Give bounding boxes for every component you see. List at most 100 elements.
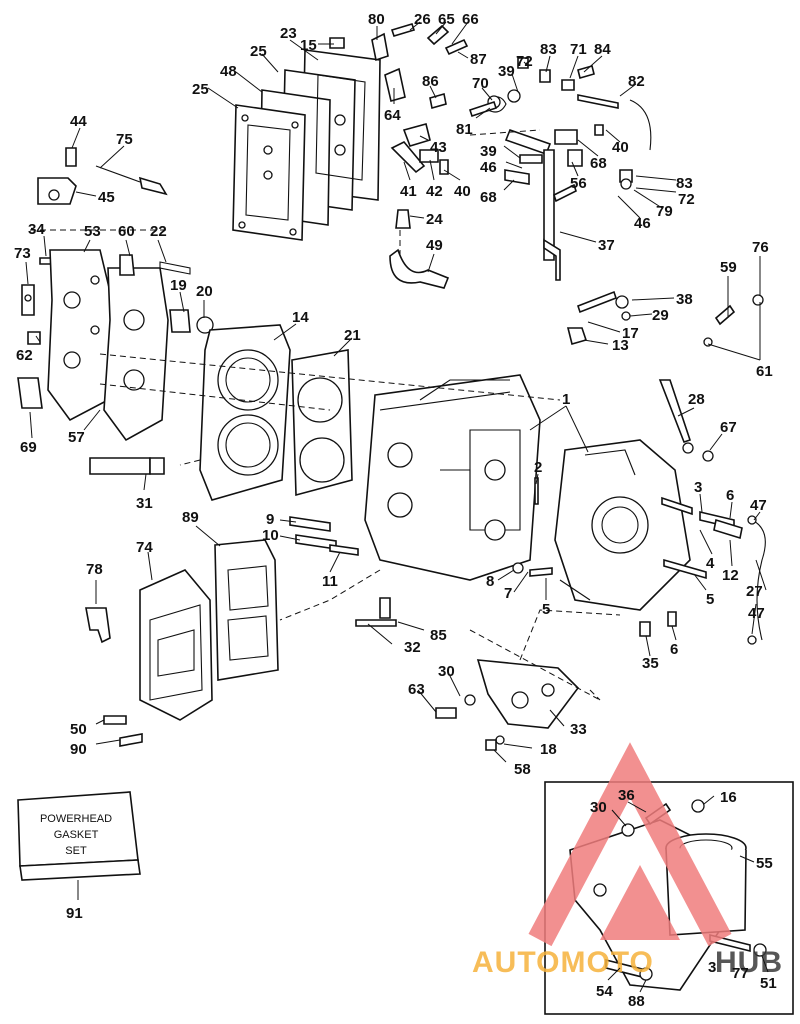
callout-8: 8 <box>486 573 494 590</box>
callout-46: 46 <box>480 159 497 176</box>
callout-30: 30 <box>590 799 607 816</box>
callout-4: 4 <box>706 555 715 572</box>
callout-3: 3 <box>694 479 702 496</box>
callout-45: 45 <box>98 189 115 206</box>
watermark-text-left: AUTOMOTO <box>472 946 654 979</box>
callout-32: 32 <box>404 639 421 656</box>
callout-24: 24 <box>426 211 443 228</box>
callout-17: 17 <box>622 325 639 342</box>
callout-70: 70 <box>472 75 489 92</box>
callout-55: 55 <box>756 855 773 872</box>
callout-38: 38 <box>676 291 693 308</box>
callout-59: 59 <box>720 259 737 276</box>
callout-90: 90 <box>70 741 87 758</box>
callout-25: 25 <box>192 81 209 98</box>
callout-60: 60 <box>118 223 135 240</box>
callout-10: 10 <box>262 527 279 544</box>
callout-91: 91 <box>66 905 83 922</box>
callout-72: 72 <box>516 53 533 70</box>
callout-87: 87 <box>470 51 487 68</box>
callout-23: 23 <box>280 25 297 42</box>
callout-15: 15 <box>300 37 317 54</box>
callout-35: 35 <box>642 655 659 672</box>
callout-18: 18 <box>540 741 557 758</box>
crankcase <box>554 439 691 611</box>
callout-6: 6 <box>726 487 734 504</box>
callout-40: 40 <box>454 183 471 200</box>
callout-54: 54 <box>596 983 613 1000</box>
callout-22: 22 <box>150 223 167 240</box>
callout-66: 66 <box>462 11 479 28</box>
callout-41: 41 <box>400 183 417 200</box>
callout-62: 62 <box>16 347 33 364</box>
gasket-box-line2: GASKET <box>54 829 99 841</box>
exhaust-cover-assembly <box>232 49 381 241</box>
callout-5: 5 <box>706 591 714 608</box>
callout-20: 20 <box>196 283 213 300</box>
callout-36: 36 <box>618 787 635 804</box>
callout-77: 77 <box>732 965 749 982</box>
callout-1: 1 <box>562 391 570 408</box>
alignment-lines <box>30 129 621 701</box>
callout-72: 72 <box>678 191 695 208</box>
callout-85: 85 <box>430 627 447 644</box>
callout-39: 39 <box>480 143 497 160</box>
callout-16: 16 <box>720 789 737 806</box>
cylinder-head <box>199 324 291 501</box>
callout-71: 71 <box>570 41 587 58</box>
callout-2: 2 <box>534 459 542 476</box>
callout-78: 78 <box>86 561 103 578</box>
callout-74: 74 <box>136 539 153 556</box>
callout-68: 68 <box>590 155 607 172</box>
callout-82: 82 <box>628 73 645 90</box>
callout-6: 6 <box>670 641 678 658</box>
callout-30: 30 <box>438 663 455 680</box>
callout-75: 75 <box>116 131 133 148</box>
callout-86: 86 <box>422 73 439 90</box>
callout-84: 84 <box>594 41 611 58</box>
callout-34: 34 <box>28 221 45 238</box>
callout-64: 64 <box>384 107 401 124</box>
callout-49: 49 <box>426 237 443 254</box>
callout-50: 50 <box>70 721 87 738</box>
cylinder-block <box>364 374 541 581</box>
fasteners-mid <box>289 290 766 645</box>
callout-65: 65 <box>438 11 455 28</box>
callout-26: 26 <box>414 11 431 28</box>
callout-68: 68 <box>480 189 497 206</box>
callout-28: 28 <box>688 391 705 408</box>
callout-47: 47 <box>748 605 765 622</box>
callout-40: 40 <box>612 139 629 156</box>
callout-27: 27 <box>746 583 763 600</box>
callout-83: 83 <box>676 175 693 192</box>
callout-63: 63 <box>408 681 425 698</box>
watermark-text-right: HUB <box>715 946 783 979</box>
callout-9: 9 <box>266 511 274 528</box>
callout-43: 43 <box>430 139 447 156</box>
callout-13: 13 <box>612 337 629 354</box>
callout-42: 42 <box>426 183 443 200</box>
gasket-box-line3: SET <box>65 845 87 857</box>
callout-67: 67 <box>720 419 737 436</box>
callout-47: 47 <box>750 497 767 514</box>
callout-5: 5 <box>542 601 550 618</box>
callout-labels: 80 26 65 66 23 15 25 48 25 87 83 71 84 7… <box>14 11 777 1010</box>
callout-44: 44 <box>70 113 87 130</box>
callout-79: 79 <box>656 203 673 220</box>
callout-3: 3 <box>708 959 716 976</box>
gasket-box-line1: POWERHEAD <box>40 813 112 825</box>
watermark-logo: AUTOMOTO HUB <box>472 742 783 979</box>
callout-25: 25 <box>250 43 267 60</box>
callout-21: 21 <box>344 327 361 344</box>
callout-73: 73 <box>14 245 31 262</box>
callout-53: 53 <box>84 223 101 240</box>
callout-29: 29 <box>652 307 669 324</box>
gasket-set-box: POWERHEAD GASKET SET <box>17 791 141 900</box>
callout-48: 48 <box>220 63 237 80</box>
callout-33: 33 <box>570 721 587 738</box>
callout-57: 57 <box>68 429 85 446</box>
callout-31: 31 <box>136 495 153 512</box>
left-side-parts <box>17 147 214 475</box>
callout-80: 80 <box>368 11 385 28</box>
